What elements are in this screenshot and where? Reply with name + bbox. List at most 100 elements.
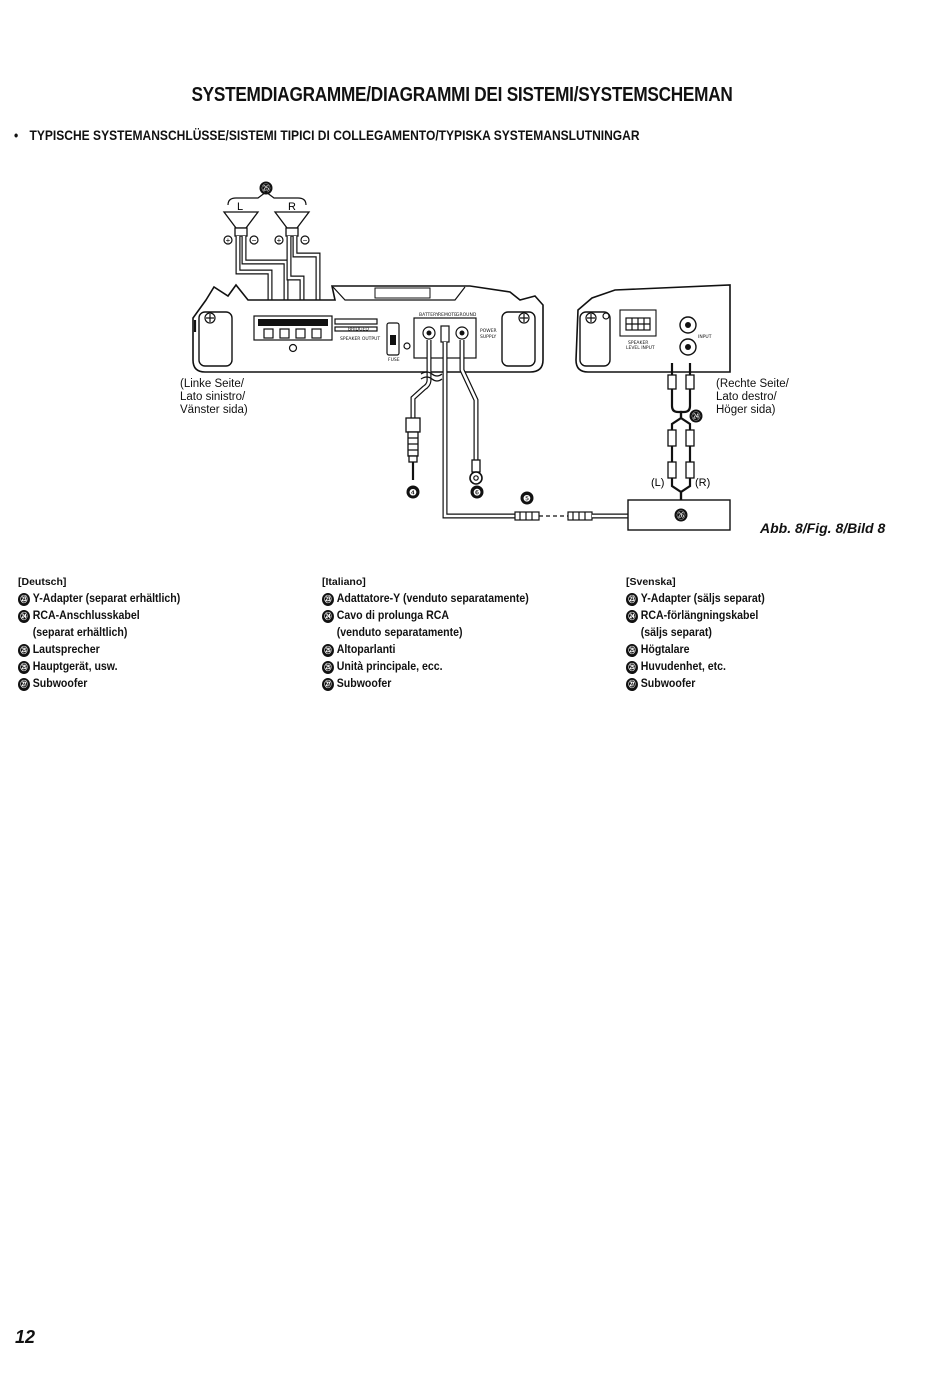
item-number: ㉓ — [626, 593, 638, 606]
speaker-right-icon: + − — [273, 211, 311, 245]
svg-text:−: − — [303, 236, 308, 245]
callout-26: ㉖ — [676, 511, 685, 522]
inline-fuse-holder — [405, 417, 421, 480]
subtitle-text: TYPISCHE SYSTEMANSCHLÜSSE/SISTEMI TIPICI… — [29, 127, 640, 143]
item-text: Adattatore-Y (venduto separatamente) — [336, 593, 529, 605]
item-text: Subwoofer — [32, 678, 88, 690]
page-title: SYSTEMDIAGRAMME/DIAGRAMMI DEI SISTEMI/SY… — [191, 84, 733, 106]
item-number: ㉓ — [18, 593, 30, 606]
item-text: Y-Adapter (separat erhältlich) — [32, 593, 181, 605]
power-wires — [410, 340, 515, 519]
item-number: ㉕ — [322, 644, 334, 657]
item-text: RCA-Anschlusskabel (separat erhältlich) — [32, 610, 140, 639]
bullet: • — [14, 127, 19, 143]
page-number: 12 — [15, 1327, 36, 1347]
svg-text:+: + — [226, 236, 231, 245]
item-text: Lautsprecher — [32, 644, 100, 656]
item-number: ㉔ — [626, 610, 638, 623]
svg-text:㉔: ㉔ — [691, 412, 700, 423]
speaker-wires — [235, 236, 321, 320]
item-text: Huvudenhet, etc. — [640, 661, 726, 673]
item-number: ㉕ — [626, 644, 638, 657]
left-side-label: (Linke Seite/ Lato sinistro/ Vänster sid… — [180, 378, 248, 416]
item-number: ㉕ — [18, 644, 30, 657]
speakers-callout: ㉕ — [227, 181, 307, 206]
ground-terminal — [469, 459, 483, 485]
speaker-output-label: SPEAKER OUTPUT — [340, 336, 380, 342]
item-text: RCA-förlängningskabel (säljs separat) — [640, 610, 759, 639]
legend-language: [Italiano] — [322, 576, 366, 588]
item-number: ㉗ — [18, 678, 30, 691]
rca-left-label: (L) — [651, 477, 664, 489]
amplifier-left-side: SPEAKER OUTPUT BRIDGED FUSE BATTERY REMO… — [192, 283, 544, 373]
amplifier-right-side: SPEAKER LEVEL INPUT INPUT — [575, 284, 731, 373]
callout-4: ❹ — [406, 485, 420, 499]
subwoofer-box: ㉖ — [627, 499, 731, 531]
svg-text:LEVEL INPUT: LEVEL INPUT — [626, 345, 655, 351]
system-diagram: .ln { fill: none; stroke: #111; stroke-w… — [192, 181, 731, 531]
svg-text:❻: ❻ — [473, 489, 481, 499]
rca-cables — [667, 363, 695, 500]
item-number: ㉕ — [626, 661, 638, 674]
item-number: ㉗ — [322, 678, 334, 691]
legend-language: [Deutsch] — [18, 576, 67, 588]
section-subtitle: • TYPISCHE SYSTEMANSCHLÜSSE/SISTEMI TIPIC… — [14, 127, 640, 143]
svg-text:−: − — [252, 236, 257, 245]
svg-text:❹: ❹ — [409, 489, 417, 499]
speaker-left-icon: + − — [222, 211, 260, 245]
item-text: Unità principale, ecc. — [336, 661, 443, 673]
power-supply-label: POWER — [480, 328, 497, 334]
callout-5: ❺ — [520, 491, 534, 505]
callout-6: ❻ — [470, 485, 484, 499]
right-side-label: (Rechte Seite/ Lato destro/ Höger sida) — [716, 378, 789, 416]
item-text: Altoparlanti — [336, 644, 396, 656]
svg-text:+: + — [277, 236, 282, 245]
svg-text:❺: ❺ — [523, 495, 531, 505]
item-number: ㉔ — [322, 610, 334, 623]
item-number: ㉗ — [626, 678, 638, 691]
remote-connector — [514, 511, 628, 521]
legend-language: [Svenska] — [626, 576, 676, 588]
battery-label: BATTERY — [419, 312, 439, 318]
speaker-level-input-label: SPEAKER — [628, 340, 648, 346]
figure-caption: Abb. 8/Fig. 8/Bild 8 — [760, 520, 886, 536]
item-text: Y-Adapter (säljs separat) — [640, 593, 765, 605]
bridged-label: BRIDGED — [348, 327, 369, 333]
item-text: Subwoofer — [640, 678, 696, 690]
item-number: ㉕ — [18, 661, 30, 674]
input-label: INPUT — [698, 334, 712, 340]
item-text: Cavo di prolunga RCA (venduto separatame… — [336, 610, 463, 639]
callout-24: ㉔ — [689, 409, 703, 423]
item-number: ㉔ — [18, 610, 30, 623]
svg-text:SUPPLY: SUPPLY — [480, 334, 496, 340]
ground-label: GROUND — [456, 312, 477, 318]
speaker-left-label: L — [237, 201, 243, 213]
remote-label: REMOTE — [438, 312, 457, 318]
item-text: Högtalare — [640, 644, 690, 656]
speaker-right-label: R — [288, 201, 296, 213]
fuse-label: FUSE — [388, 357, 400, 363]
item-number: ㉓ — [322, 593, 334, 606]
item-text: Subwoofer — [336, 678, 392, 690]
rca-right-label: (R) — [695, 477, 710, 489]
item-text: Hauptgerät, usw. — [32, 661, 118, 673]
callout-25: ㉕ — [261, 184, 270, 195]
